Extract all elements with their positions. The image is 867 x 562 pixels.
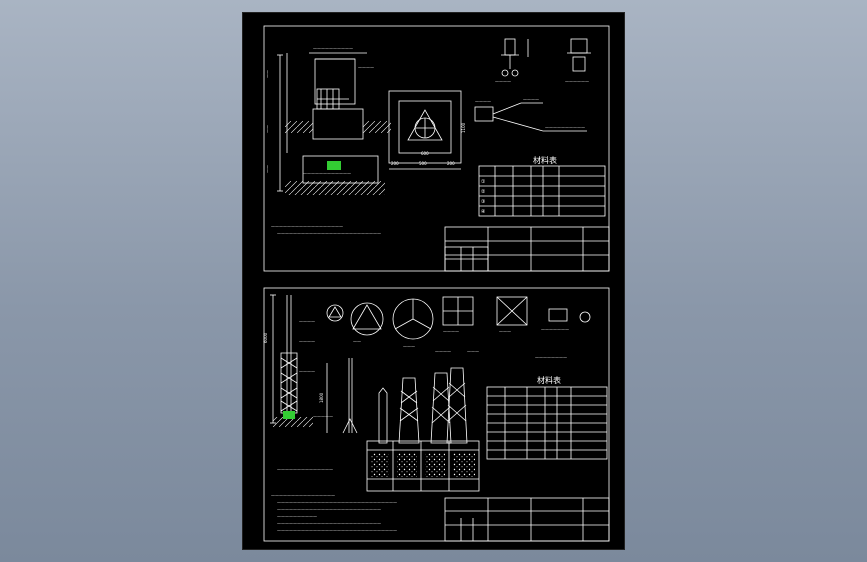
- bottom-title-block: [444, 497, 610, 542]
- dim-label: 200: [447, 161, 455, 166]
- dim-label: 200: [391, 161, 399, 166]
- material-table-title: 材料表: [537, 375, 561, 385]
- svg-text:——: ——: [353, 339, 361, 344]
- svg-text:———: ———: [403, 344, 415, 349]
- svg-text:——————: ——————: [565, 79, 589, 84]
- table-row-index: ②: [481, 189, 486, 195]
- top-sheet: —————————— ———— ———————————— —— —— —— 20…: [263, 25, 610, 272]
- svg-text:———: ———: [499, 329, 511, 334]
- svg-text:——————————: ——————————: [545, 125, 585, 130]
- svg-text:——————————————————————————————: ——————————————————————————————: [277, 528, 397, 533]
- bottom-sheet-frame: [263, 287, 610, 542]
- cad-drawing-canvas[interactable]: —————————— ———— ———————————— —— —— —— 20…: [242, 12, 625, 550]
- svg-text:————————————: ————————————: [303, 171, 351, 176]
- pole-table: [366, 440, 480, 492]
- svg-text:——————————————————————————————: ——————————————————————————————: [277, 500, 397, 505]
- svg-text:——: ——: [265, 165, 270, 173]
- svg-text:————: ————: [523, 97, 539, 102]
- table-row-index: ④: [481, 209, 486, 215]
- svg-text:————: ————: [299, 369, 315, 374]
- svg-text:————: ————: [435, 349, 451, 354]
- svg-text:——————————: ——————————: [277, 514, 317, 519]
- foundation-section: —————————— ———— ———————————— —— —— ——: [265, 46, 391, 195]
- section-views: —— ———: [326, 298, 434, 349]
- svg-text:————: ————: [358, 65, 374, 70]
- dim-label: 500: [419, 161, 427, 166]
- svg-text:————: ————: [475, 99, 491, 104]
- cad-drawing: —————————— ———— ———————————— —— —— —— 20…: [263, 25, 610, 542]
- svg-text:——————————————————————————: ——————————————————————————: [277, 521, 381, 526]
- svg-text:——————————————: ——————————————: [277, 467, 333, 472]
- ground-marker: [327, 161, 341, 170]
- hardware-details: ———— ——————: [495, 38, 591, 84]
- mast-elevation: 6000 ———— ———— ———— —————: [263, 294, 333, 427]
- plan-view: 200 500 200 600 1100: [388, 90, 466, 170]
- ground-marker-2: [283, 411, 295, 419]
- svg-text:—————: —————: [313, 414, 333, 419]
- svg-text:——————————————————————————: ——————————————————————————: [277, 231, 381, 236]
- dim-label: 600: [421, 151, 429, 156]
- svg-text:——————————————————: ——————————————————: [271, 224, 343, 229]
- svg-text:——————————: ——————————: [313, 46, 353, 51]
- svg-text:——: ——: [265, 70, 270, 78]
- svg-text:————: ————: [299, 319, 315, 324]
- dim-label: 1100: [461, 122, 466, 133]
- top-sheet-frame: [263, 25, 610, 272]
- svg-text:———————: ———————: [541, 327, 569, 332]
- svg-text:————————: ————————: [535, 355, 567, 360]
- material-table-title: 材料表: [533, 155, 557, 165]
- svg-text:————————————————: ————————————————: [271, 493, 335, 498]
- svg-text:————: ————: [299, 339, 315, 344]
- bottom-notes: —————————————— ———————————————— ————————…: [271, 467, 397, 533]
- svg-text:————: ————: [443, 329, 459, 334]
- dim-label: 6000: [263, 332, 268, 343]
- svg-text:———: ———: [467, 349, 479, 354]
- dim-label: 1800: [319, 392, 324, 403]
- material-table-top: 材料表 ① ② ③ ④: [478, 155, 606, 217]
- table-row-index: ③: [481, 199, 485, 205]
- top-title-block: [444, 226, 610, 272]
- svg-text:——————————————————————————: ——————————————————————————: [277, 507, 381, 512]
- truss-details: ———— ——— ——————— ———— ——— ————————: [435, 296, 591, 360]
- bottom-sheet: 6000 ———— ———— ———— ————— —— ———: [263, 287, 610, 542]
- top-notes: —————————————————— —————————————————————…: [271, 224, 381, 236]
- svg-text:——: ——: [265, 125, 270, 133]
- svg-text:————: ————: [495, 79, 511, 84]
- material-table-bottom: 材料表: [486, 375, 608, 460]
- table-row-index: ①: [481, 179, 486, 185]
- electrode-detail: ———— ———— ——————————: [474, 97, 587, 132]
- pole-elevations: 1800: [319, 358, 468, 444]
